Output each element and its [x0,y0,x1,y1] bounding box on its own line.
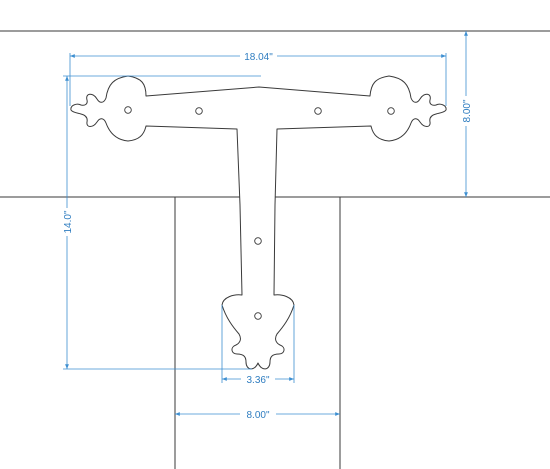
screw-hole [254,312,262,320]
screw-holes [124,106,395,320]
dimension-label-overall-height: 14.0" [63,210,74,233]
screw-hole [195,107,203,115]
screw-hole [387,107,395,115]
dimension-label-foot-width: 3.36" [246,375,269,386]
mounting-surfaces [0,30,550,469]
dimension-rail-height: 8.00" [460,30,473,197]
dimension-overall-height: 14.0" [61,76,252,370]
dimension-overall-width: 18.04" [69,49,447,106]
screw-hole [314,107,322,115]
screw-hole [254,237,262,245]
dimension-label-post-width: 8.00" [246,410,269,421]
screw-hole [124,106,132,114]
dimension-label-rail-height: 8.00" [462,99,473,122]
dimension-post-width: 8.00" [175,407,340,421]
dimension-foot-width: 3.36" [221,305,295,386]
dimension-label-overall-width: 18.04" [244,52,273,63]
t-hinge-outline [70,75,447,370]
